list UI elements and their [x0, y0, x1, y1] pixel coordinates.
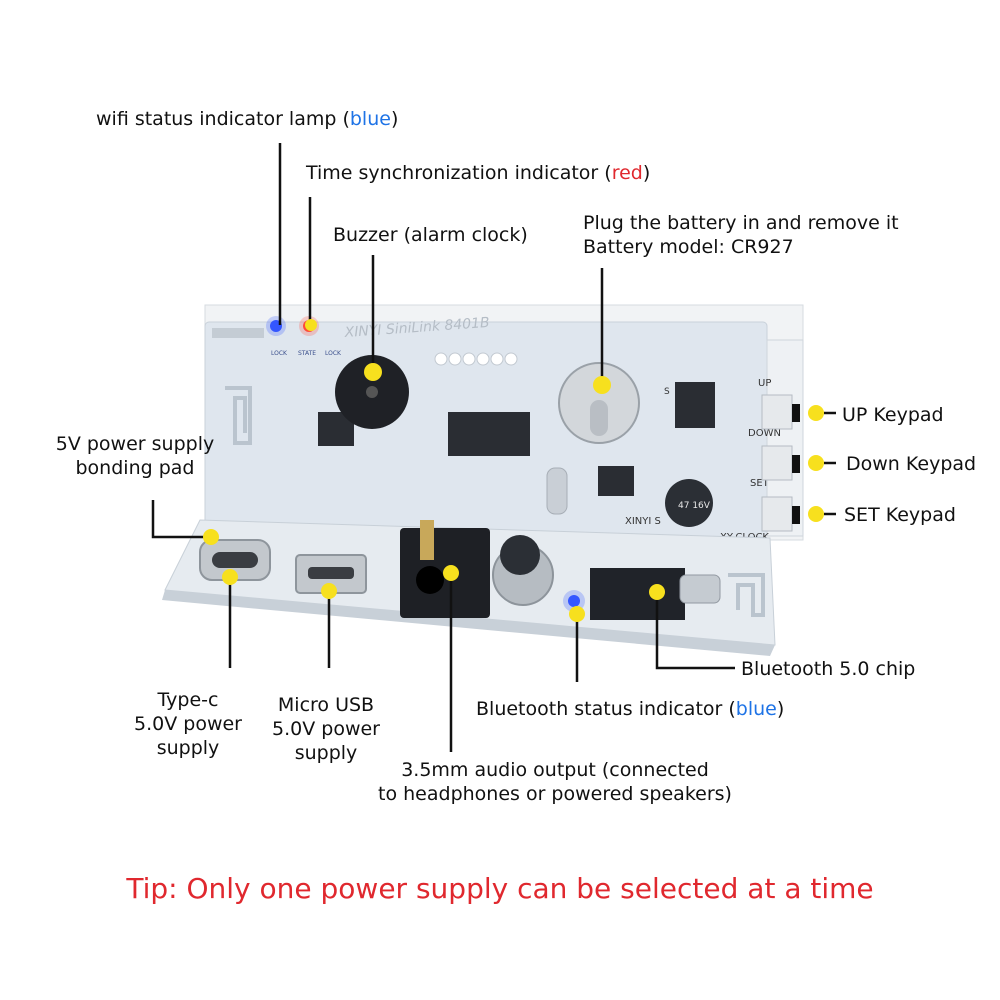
led-label-1: LOCK [271, 350, 288, 357]
typec-label: Type-c 5.0V power supply [134, 689, 242, 759]
regulator [675, 382, 715, 428]
base-edge [162, 590, 775, 656]
audio-label: 3.5mm audio output (connected to headpho… [378, 759, 732, 805]
bt-status-label: Bluetooth status indicator (blue) [476, 698, 785, 720]
marker-battery [593, 376, 611, 394]
down-button-cap [792, 455, 800, 473]
button-label-set: SET [750, 478, 770, 489]
led-label-3: LOCK [325, 350, 342, 357]
main-pcb: XINYI SiniLink 8401B LOCK STATE LOCK UP … [204, 304, 804, 543]
down-switch [761, 445, 793, 481]
wifi-label: wifi status indicator lamp (blue) [96, 108, 399, 130]
brand-silk: XINYI S [625, 516, 661, 527]
marker-bt-status [569, 606, 585, 622]
bt-antenna-trace [728, 573, 765, 617]
marker-microusb [321, 583, 337, 599]
marker-audio [443, 565, 459, 581]
markers [203, 319, 824, 622]
tip-text: Tip: Only one power supply can be select… [126, 872, 874, 905]
marker-set [808, 506, 824, 522]
marker-typec [222, 569, 238, 585]
led-label-2: STATE [298, 350, 316, 357]
pad5v-label: 5V power supply bonding pad [55, 433, 215, 479]
bt-chip-label: Bluetooth 5.0 chip [741, 658, 916, 680]
bt-crystal [679, 574, 721, 604]
wifi-antenna-trace [225, 386, 252, 445]
set-keypad-label: SET Keypad [844, 504, 956, 526]
bt-chip [590, 568, 685, 620]
bt-status-note: blue [735, 698, 777, 720]
bt-led [568, 595, 580, 607]
pad5v-leader [151, 500, 211, 539]
battery-label: Plug the battery in and remove it Batter… [583, 212, 899, 258]
up-button-cap [792, 404, 800, 422]
capacitor-text: 47 16V [678, 501, 711, 511]
leader-lines [151, 143, 836, 752]
bt-chip-leader [655, 592, 735, 670]
down-keypad-label: Down Keypad [846, 453, 977, 475]
small-ic [598, 466, 634, 496]
crystal [546, 467, 568, 515]
up-keypad-label: UP Keypad [842, 404, 944, 426]
time-sync-label: Time synchronization indicator (red) [306, 162, 651, 184]
marker-pad5v [203, 529, 219, 545]
up-switch [761, 394, 793, 430]
marker-sync-led [305, 319, 317, 331]
wifi-note: blue [349, 108, 391, 130]
microusb-label: Micro USB 5.0V power supply [272, 694, 380, 764]
button-label-up: UP [758, 378, 771, 389]
marker-up [808, 405, 824, 421]
marker-buzzer [364, 363, 382, 381]
time-sync-note: red [611, 162, 643, 184]
pin-header [212, 328, 264, 338]
buzzer-label: Buzzer (alarm clock) [333, 224, 528, 246]
set-switch [761, 496, 793, 532]
driver-chip [448, 412, 530, 456]
set-button-cap [792, 506, 800, 524]
marker-bt-chip [649, 584, 665, 600]
button-label-down: DOWN [748, 428, 781, 439]
part-silk: S [664, 387, 670, 397]
base-pcb [162, 519, 776, 656]
pad-row [434, 352, 518, 366]
capacitor [665, 479, 713, 527]
marker-down [808, 455, 824, 471]
